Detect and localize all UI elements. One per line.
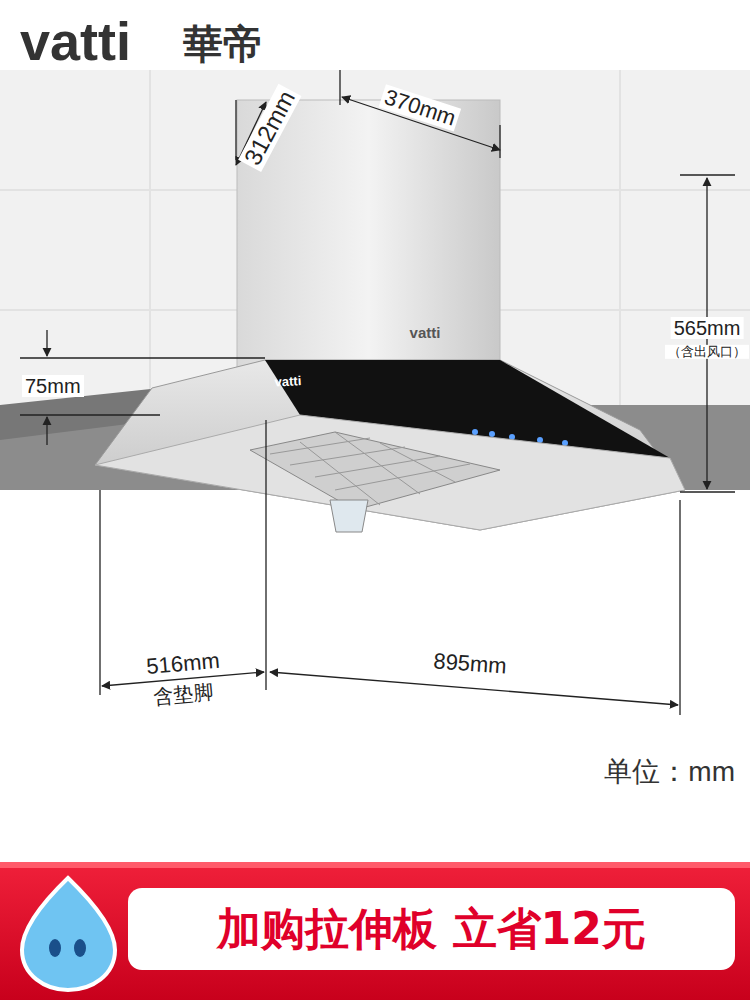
oil-cup — [330, 500, 368, 532]
filter — [250, 432, 500, 510]
promo-band — [0, 862, 750, 1000]
dimension-label: 75mm — [22, 375, 84, 397]
drop-icon — [22, 878, 115, 990]
wall — [0, 70, 750, 405]
icon-eye — [49, 939, 61, 957]
panel-logo: vatti — [274, 374, 301, 390]
unit-note: 单位：mm — [604, 757, 735, 788]
promo-text: 加购拉伸板 立省12元 — [217, 900, 646, 959]
dimension-label: 895mm — [430, 649, 511, 679]
brand-logo: vatti — [20, 12, 131, 71]
dimension-lines — [20, 70, 735, 715]
icon-eye — [74, 939, 86, 957]
dimension-note: （含出风口） — [665, 345, 749, 359]
canopy — [95, 360, 685, 530]
product-logo: vatti — [410, 325, 441, 342]
filter-grid — [270, 432, 470, 505]
dimension-label: 565mm — [671, 317, 744, 339]
wall-tiles — [0, 70, 750, 405]
dimension-note: 含垫脚 — [149, 680, 217, 708]
dimension-label: 516mm — [142, 648, 223, 679]
promo-stripe — [0, 862, 750, 868]
promo-box: 加购拉伸板 立省12元 — [128, 888, 735, 970]
canopy-underside — [95, 415, 685, 530]
brand-name: 華帝 — [183, 22, 263, 66]
